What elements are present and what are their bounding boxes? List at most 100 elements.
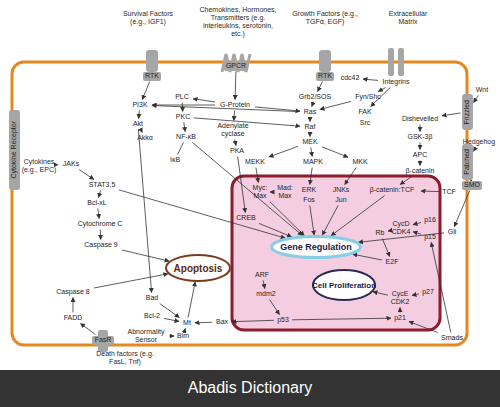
signal-arrow <box>142 82 149 100</box>
signal-arrow <box>270 300 280 315</box>
node-text: ERK <box>302 186 316 194</box>
pathway-node: JNKs <box>329 186 353 195</box>
pathway-node: Jun <box>332 196 350 205</box>
signal-arrow <box>98 209 99 219</box>
pathway-node: Bcl-xL <box>83 199 111 208</box>
node-text: Extracellular Matrix <box>382 10 434 26</box>
node-text: NF-κB <box>176 133 196 141</box>
pathway-node: Abnormality Sensor <box>124 328 168 345</box>
signal-arrow <box>413 232 421 235</box>
node-text: MAPK <box>303 158 323 166</box>
pathway-node: Raf <box>301 123 319 132</box>
node-text: CycE CDK2 <box>389 290 411 306</box>
node-text: Growth Factors (e.g., TGFα, EGF) <box>290 10 360 26</box>
pathway-node: Cytochrome C <box>74 220 126 229</box>
gene-regulation-ellipse: Gene Regulation <box>270 235 362 259</box>
pathway-node: MKK <box>349 158 371 167</box>
pathway-node: Fos <box>300 196 318 205</box>
pathway-node: TCF <box>440 188 458 197</box>
pathway-node: p15 <box>422 233 438 242</box>
signal-arrow <box>320 101 351 109</box>
signal-arrow <box>412 294 419 296</box>
node-text: RTK <box>318 72 332 80</box>
signal-arrow <box>152 105 215 106</box>
pathway-node: Mt <box>180 319 194 328</box>
pathway-node: CREB <box>234 214 258 223</box>
pathway-node: FAK <box>355 108 375 117</box>
signal-arrow <box>269 146 298 157</box>
ellipse-shape <box>313 270 375 300</box>
signal-arrow <box>310 118 311 122</box>
node-text: E2F <box>386 258 399 266</box>
node-text: Jun <box>335 196 346 204</box>
signal-arrow <box>382 239 389 257</box>
node-text: cdc42 <box>341 74 360 82</box>
node-text: Cytochrome C <box>78 220 123 228</box>
pathway-node: IκB <box>166 156 184 165</box>
node-text: MKK <box>352 158 367 166</box>
node-text: Akt <box>133 120 143 128</box>
pathway-node: APC <box>410 151 430 160</box>
receptor-box: GPCR <box>224 62 248 71</box>
signal-arrow <box>263 281 265 289</box>
signal-arrow <box>310 168 312 185</box>
signal-arrow <box>122 250 169 261</box>
signal-arrow <box>256 168 259 183</box>
node-text: CycD CDK4 <box>390 220 412 236</box>
pathway-node: MEK <box>299 138 321 147</box>
node-text: Cytokine Receptor <box>10 121 18 179</box>
signal-arrow <box>184 123 185 132</box>
pathway-node: Caspase 8 <box>53 288 93 297</box>
signal-arrow <box>454 191 469 227</box>
pathway-node: Grb2/SOS <box>296 93 334 102</box>
node-text: Fos <box>303 196 315 204</box>
signal-arrow <box>400 308 401 313</box>
signal-arrow <box>235 72 237 100</box>
pathway-node: PI3K <box>129 101 151 110</box>
node-text: Integrins <box>383 78 410 86</box>
node-text: Caspase 8 <box>56 288 89 296</box>
pathway-node: Akkα <box>134 134 156 143</box>
pathway-node: β-catenin:TCF <box>364 186 420 195</box>
signal-arrow <box>160 304 180 318</box>
pathway-node: Myc: Max <box>251 184 269 201</box>
signal-arrow <box>193 99 215 102</box>
node-text: FasR <box>95 336 112 344</box>
node-text: β-catenin <box>406 167 435 175</box>
pathway-node: cdc42 <box>338 74 362 83</box>
node-text: MEKK <box>245 158 265 166</box>
signal-arrow <box>138 130 151 293</box>
pathway-node: NF-κB <box>172 133 200 142</box>
signal-arrow <box>474 148 476 152</box>
signal-arrow <box>100 230 101 240</box>
signal-arrow <box>232 320 274 321</box>
node-text: Adenylate cyclase <box>211 122 255 138</box>
signal-arrow <box>409 322 438 333</box>
pathway-node: Bax <box>213 318 231 327</box>
pathway-node: PLC <box>172 93 192 102</box>
node-text: Gene Regulation <box>280 242 352 252</box>
signal-arrow <box>442 113 461 116</box>
pathway-node: p21 <box>392 314 408 323</box>
pathway-node: Dishevelled <box>399 115 441 124</box>
signal-arrow <box>164 318 179 321</box>
node-text: CREB <box>236 214 255 222</box>
external-signal: Chemokines, Hormones, Transmitters (e.g.… <box>196 4 280 40</box>
pathway-node: Akt <box>129 120 147 129</box>
node-text: Cytokines (e.g., EPC) <box>21 158 57 174</box>
pathway-node: MEKK <box>242 158 268 167</box>
node-text: Akkα <box>137 134 153 142</box>
pathway-node: MAPK <box>300 158 326 167</box>
pathway-node: Mad: Max <box>275 184 295 201</box>
pathway-node: Smads <box>438 334 466 343</box>
receptor-box: RTK <box>316 72 334 81</box>
node-text: Gli <box>448 228 457 236</box>
receptor-box: SMO <box>462 181 482 190</box>
signal-arrow <box>178 143 184 155</box>
signal-arrow <box>235 140 236 146</box>
pathway-node: JAKs <box>59 160 83 169</box>
pathway-node: ERK <box>299 186 319 195</box>
node-text: FAK <box>358 108 371 116</box>
